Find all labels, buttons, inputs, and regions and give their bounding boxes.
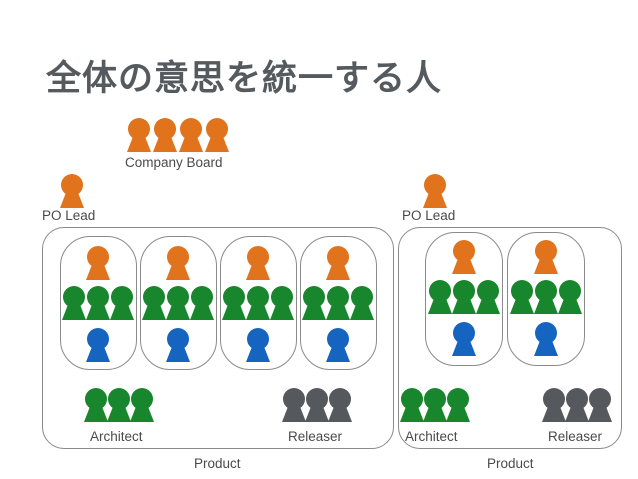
person-gray-icon	[305, 388, 329, 422]
person-orange-icon	[86, 246, 110, 280]
person-orange-icon	[205, 118, 229, 152]
person-green-icon	[62, 286, 86, 320]
team-box	[507, 232, 585, 366]
person-orange-icon	[246, 246, 270, 280]
person-green-icon	[302, 286, 326, 320]
person-green-icon	[326, 286, 350, 320]
person-orange-icon	[166, 246, 190, 280]
person-orange-icon	[534, 240, 558, 274]
po-lead-right-label: PO Lead	[402, 208, 456, 223]
architect-left-label: Architect	[90, 429, 143, 444]
person-blue-icon	[326, 328, 350, 362]
releaser-right-label: Releaser	[548, 429, 603, 444]
person-green-icon	[423, 388, 447, 422]
team-box	[220, 236, 297, 370]
team-box	[140, 236, 217, 370]
product-right-label: Product	[487, 456, 534, 471]
person-green-icon	[428, 280, 452, 314]
person-blue-icon	[166, 328, 190, 362]
person-blue-icon	[534, 322, 558, 356]
person-orange-icon	[326, 246, 350, 280]
person-orange-icon	[423, 174, 447, 208]
person-blue-icon	[246, 328, 270, 362]
person-green-icon	[246, 286, 270, 320]
slide-title: 全体の意思を統一する人	[46, 59, 443, 99]
team-box	[60, 236, 137, 370]
person-gray-icon	[588, 388, 612, 422]
releaser-left-label: Releaser	[288, 429, 343, 444]
architect-right-label: Architect	[405, 429, 458, 444]
person-green-icon	[142, 286, 166, 320]
person-green-icon	[130, 388, 154, 422]
person-green-icon	[510, 280, 534, 314]
person-green-icon	[166, 286, 190, 320]
person-green-icon	[452, 280, 476, 314]
person-green-icon	[476, 280, 500, 314]
person-green-icon	[400, 388, 424, 422]
person-gray-icon	[542, 388, 566, 422]
person-orange-icon	[127, 118, 151, 152]
person-blue-icon	[452, 322, 476, 356]
person-green-icon	[534, 280, 558, 314]
team-box	[300, 236, 377, 370]
person-green-icon	[84, 388, 108, 422]
person-orange-icon	[452, 240, 476, 274]
person-green-icon	[222, 286, 246, 320]
person-green-icon	[190, 286, 214, 320]
person-orange-icon	[60, 174, 84, 208]
team-box	[425, 232, 503, 366]
person-orange-icon	[153, 118, 177, 152]
person-gray-icon	[328, 388, 352, 422]
person-green-icon	[558, 280, 582, 314]
company-board-label: Company Board	[125, 155, 223, 170]
person-green-icon	[86, 286, 110, 320]
person-green-icon	[350, 286, 374, 320]
po-lead-left-label: PO Lead	[42, 208, 96, 223]
person-blue-icon	[86, 328, 110, 362]
person-gray-icon	[282, 388, 306, 422]
product-box-left	[42, 227, 394, 449]
person-orange-icon	[179, 118, 203, 152]
product-left-label: Product	[194, 456, 241, 471]
person-green-icon	[107, 388, 131, 422]
person-green-icon	[446, 388, 470, 422]
person-green-icon	[110, 286, 134, 320]
product-box-right	[398, 227, 622, 449]
person-gray-icon	[565, 388, 589, 422]
person-green-icon	[270, 286, 294, 320]
